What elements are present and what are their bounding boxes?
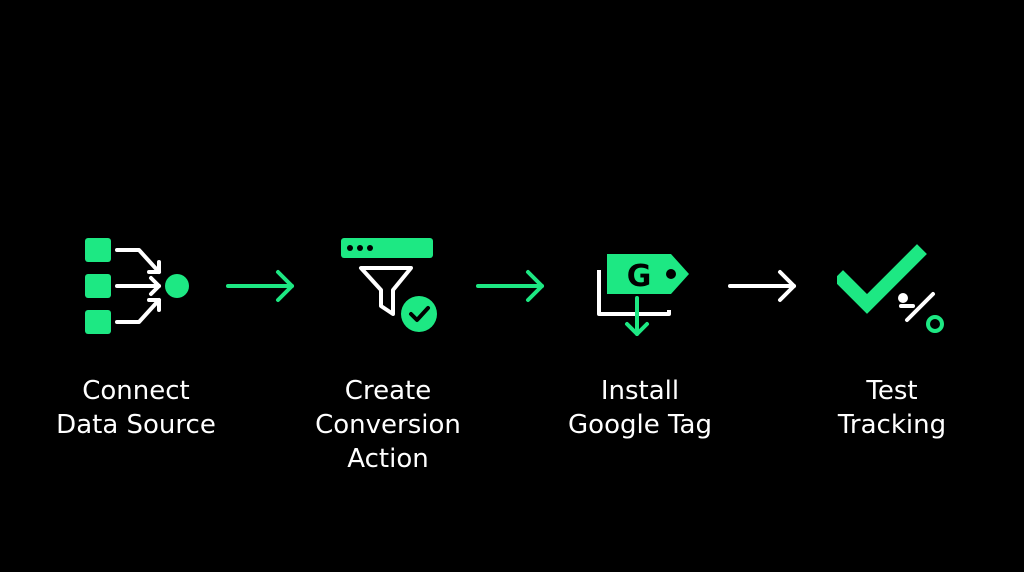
step-create-conversion-action: Create Conversion Action [288, 228, 488, 476]
step-label: Connect Data Source [56, 376, 216, 440]
funnel-check-icon [341, 238, 437, 332]
step-install-google-tag: G Install Google Tag [540, 228, 740, 442]
arrow-right-icon [476, 270, 544, 302]
arrow-right-icon [728, 270, 796, 302]
google-tag-icon: G [597, 254, 689, 336]
svg-text:G: G [627, 259, 652, 294]
step-label: Test Tracking [837, 376, 947, 440]
checkmark-percent-icon [837, 244, 944, 333]
step-connect-data-source: Connect Data Source [36, 228, 236, 442]
step-label: Install Google Tag [568, 376, 712, 440]
arrow-right-icon [226, 270, 294, 302]
step-test-tracking: Test Tracking [792, 228, 992, 442]
step-label: Create Conversion Action [315, 376, 461, 474]
merge-data-sources-icon [85, 238, 189, 334]
